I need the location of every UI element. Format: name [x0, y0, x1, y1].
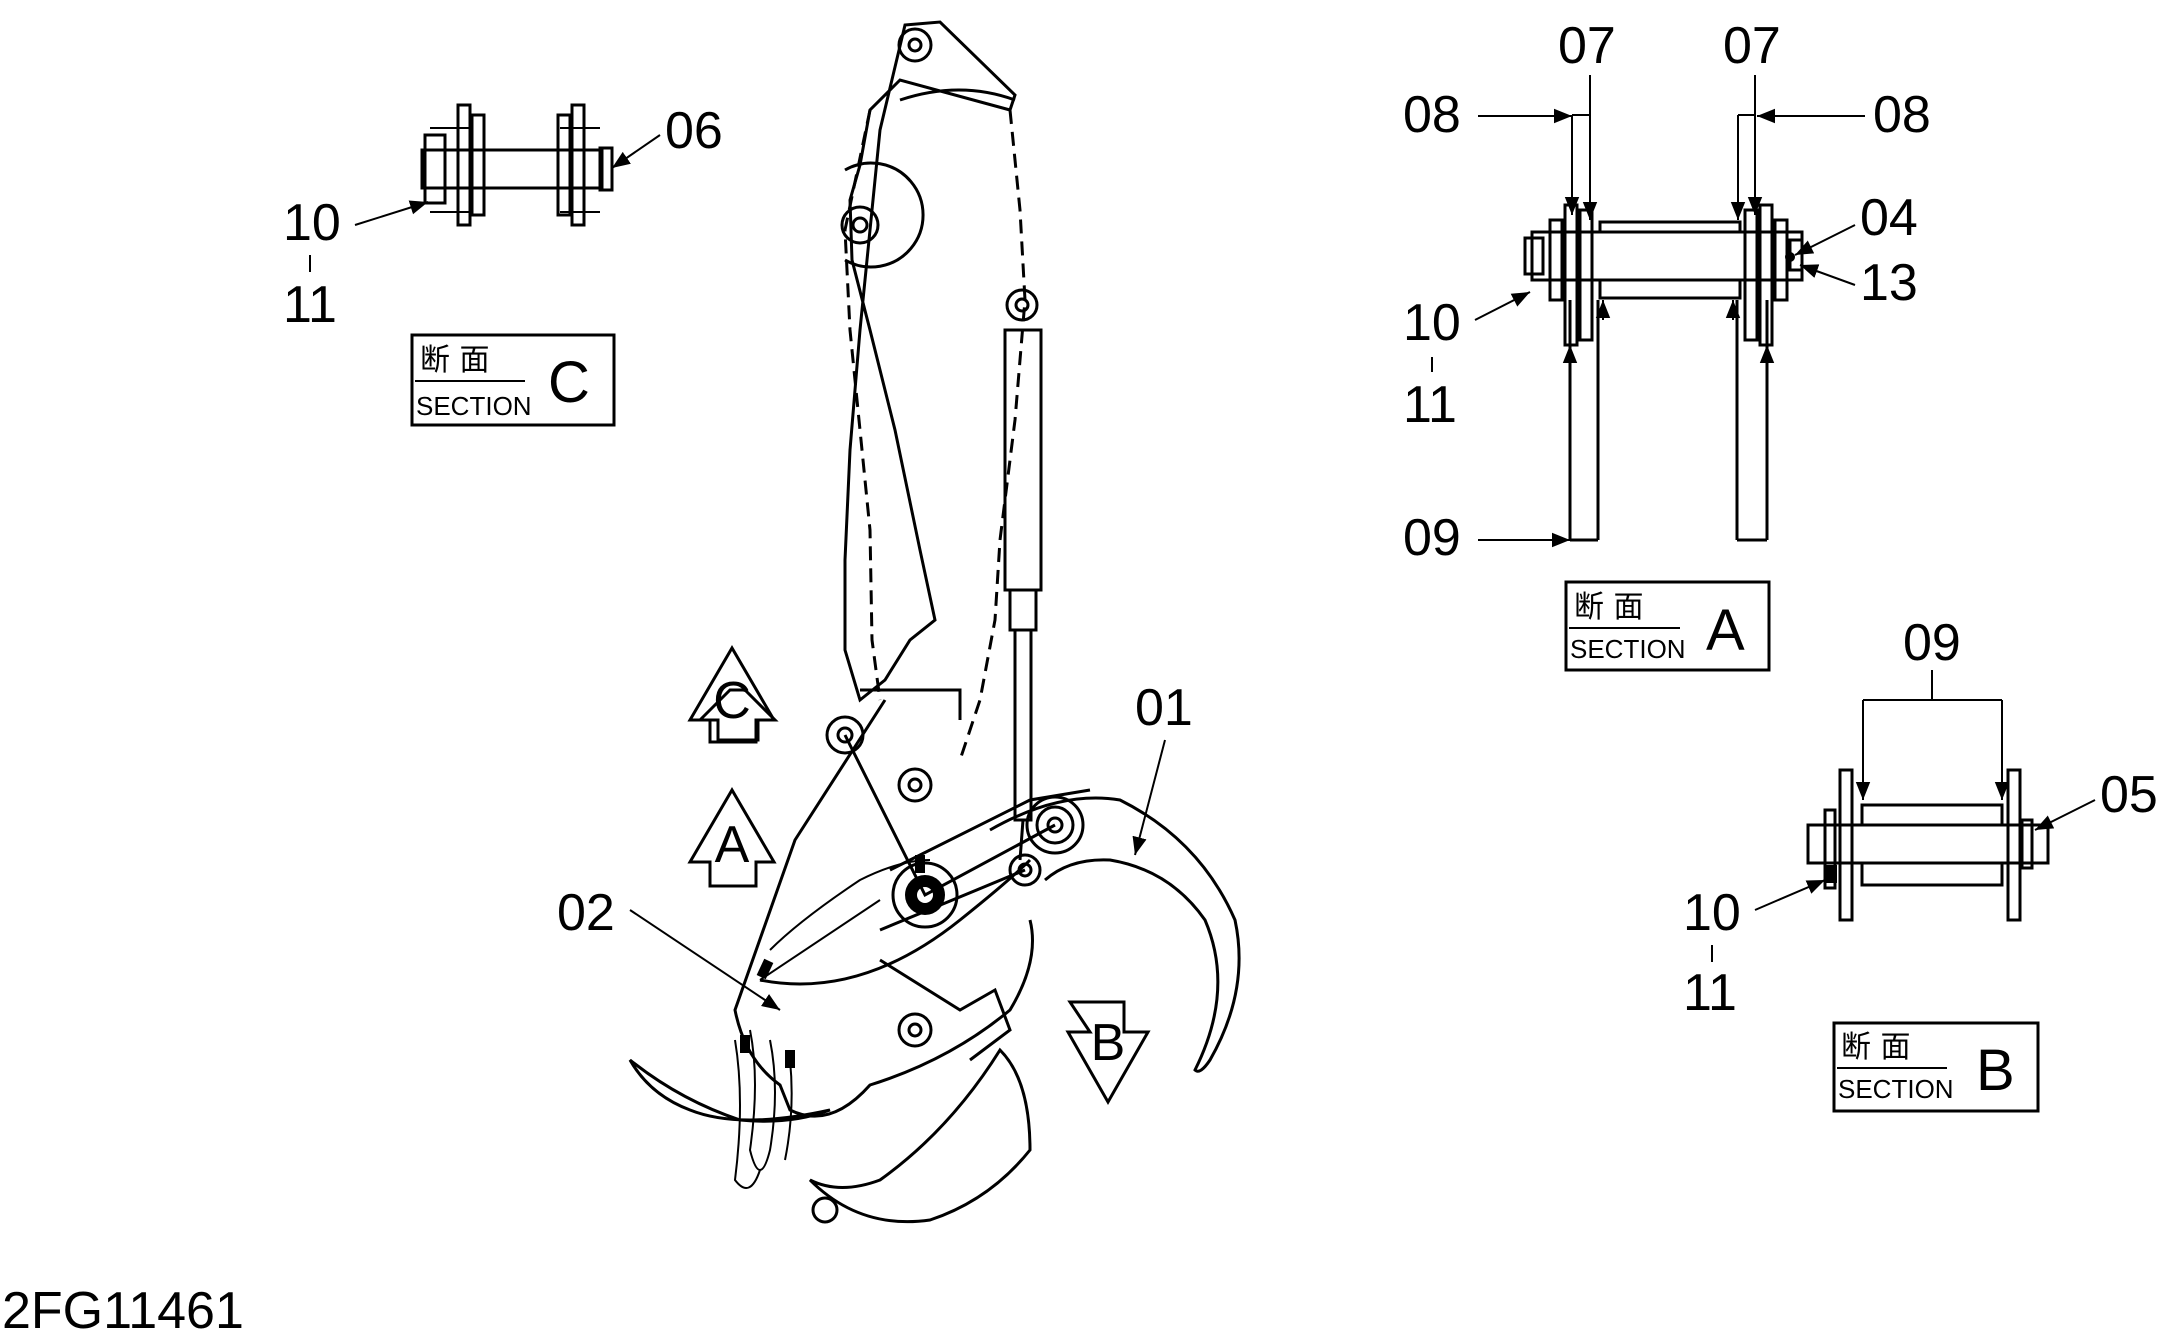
view-arrow-a: A: [687, 787, 777, 888]
section-a-jp: 断 面: [1574, 590, 1644, 625]
callout-09-b: 09: [1903, 614, 1961, 672]
callout-10-a: 10: [1403, 294, 1461, 352]
section-b-jp: 断 面: [1841, 1030, 1911, 1065]
section-a-box: 断 面 SECTION A: [1564, 580, 1771, 672]
section-c-box: 断 面 SECTION C: [410, 333, 616, 427]
section-b-en: SECTION: [1838, 1074, 1954, 1104]
callout-11-b: 11: [1683, 964, 1737, 1022]
callout-04: 04: [1860, 189, 1918, 247]
section-c-jp: 断 面: [420, 343, 490, 378]
view-arrow-b-label: B: [1091, 1014, 1126, 1072]
callout-08-a-left: 08: [1403, 86, 1461, 144]
callout-11-a: 11: [1403, 376, 1457, 434]
callout-02: 02: [557, 884, 615, 942]
view-arrow-c: C: [687, 645, 779, 744]
section-b-detail: [1806, 670, 2050, 922]
callout-10-b: 10: [1683, 884, 1741, 942]
section-a-detail: [1523, 75, 1804, 542]
main-assembly: [628, 20, 1241, 1224]
callout-06: 06: [665, 102, 723, 160]
callout-05: 05: [2100, 766, 2158, 824]
callout-13: 13: [1860, 254, 1918, 312]
section-a-en: SECTION: [1570, 634, 1686, 664]
callout-07-a-right: 07: [1723, 17, 1781, 75]
section-c-letter: C: [548, 350, 590, 415]
callout-08-a-right: 08: [1873, 86, 1931, 144]
callout-11-c: 11: [283, 276, 337, 334]
section-b-box: 断 面 SECTION B: [1832, 1021, 2040, 1113]
view-arrow-b: B: [1065, 1000, 1151, 1106]
section-a-letter: A: [1706, 598, 1745, 663]
view-arrow-c-label: C: [713, 672, 751, 730]
section-c-detail: [420, 103, 614, 227]
view-arrow-a-label: A: [715, 816, 750, 874]
callout-10-c: 10: [283, 194, 341, 252]
callout-09-a: 09: [1403, 509, 1461, 567]
callout-07-a-left: 07: [1558, 17, 1616, 75]
section-b-letter: B: [1976, 1038, 2015, 1103]
callout-01: 01: [1135, 679, 1193, 737]
section-c-en: SECTION: [416, 391, 532, 421]
drawing-id: 2FG11461: [2, 1282, 244, 1337]
